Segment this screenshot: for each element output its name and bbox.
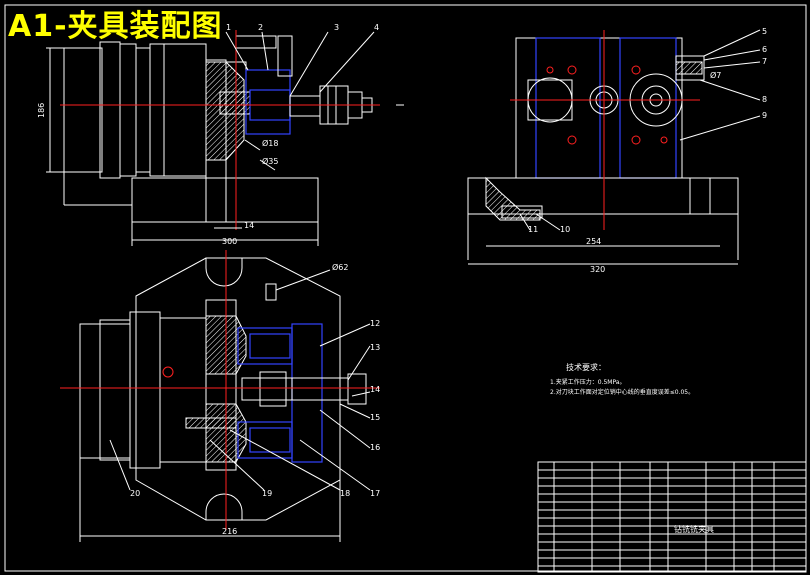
dim-dia7: Ø7	[710, 70, 721, 80]
tech-req-heading: 技术要求：	[566, 362, 606, 372]
part-4-label: 4	[374, 23, 379, 32]
part-6-label: 6	[762, 45, 767, 54]
front-view	[46, 30, 404, 246]
part-13-label: 13	[370, 343, 380, 352]
dim-dia62: Ø62	[332, 262, 348, 272]
part-7-label: 7	[762, 57, 767, 66]
part-20-label: 20	[130, 489, 140, 498]
part-9-label: 9	[762, 111, 767, 120]
part-12-label: 12	[370, 319, 380, 328]
tech-req-line-2: 2.对刀块工作面对定位销中心线的垂直度误差≤0.05。	[550, 388, 694, 396]
dim-300: 300	[222, 237, 237, 246]
part-2-label: 2	[258, 23, 263, 32]
part-1-label: 1	[226, 23, 231, 32]
part-16-label: 16	[370, 443, 380, 452]
part-3-label: 3	[334, 23, 339, 32]
title-block	[537, 461, 807, 573]
part-17-label: 17	[370, 489, 380, 498]
top-view	[60, 250, 380, 542]
dim-320: 320	[590, 265, 605, 274]
part-11-label: 11	[528, 225, 538, 234]
part-19-label: 19	[262, 489, 272, 498]
title-block-name: 钻铣铣夹具	[674, 524, 714, 534]
part-18-label: 18	[340, 489, 350, 498]
dim-186: 186	[37, 103, 46, 118]
part-8-label: 8	[762, 95, 767, 104]
part-14-label: 14	[370, 385, 380, 394]
part-5-label: 5	[762, 27, 767, 36]
drawing-title: A1-夹具装配图	[8, 9, 223, 44]
dim-dia18: Ø18	[262, 138, 278, 148]
dim-216: 216	[222, 527, 237, 536]
dim-254: 254	[586, 237, 601, 246]
part-10-label: 10	[560, 225, 570, 234]
part-15-label: 15	[370, 413, 380, 422]
dim-14: 14	[244, 221, 254, 230]
drawing-border	[4, 4, 807, 572]
dim-dia35: Ø35	[262, 156, 278, 166]
side-view	[467, 29, 761, 265]
tech-req-line-1: 1.夹紧工作压力：0.5MPa。	[550, 378, 625, 386]
